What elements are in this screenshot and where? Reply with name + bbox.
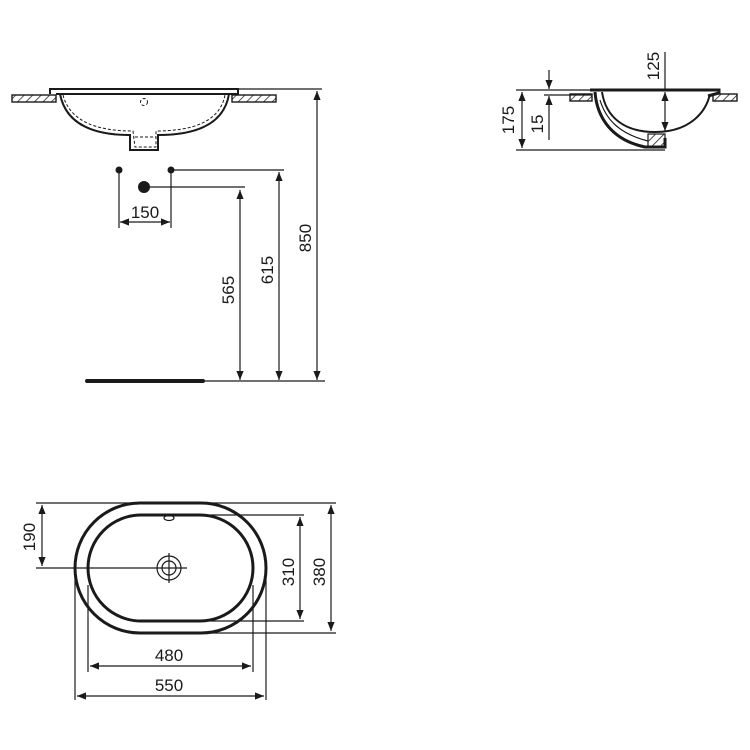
basin-bowl-outer [593,91,667,149]
basin-rim [590,88,721,98]
plan-view: 190 310 380 480 550 [20,501,336,700]
dim-overall-depth: 175 [499,106,518,134]
dim-outer-width: 380 [310,558,329,586]
dim-rim-thickness: 15 [528,115,547,134]
dim-rim-height: 850 [296,224,315,252]
waste-outlet [647,133,666,148]
dim-supply-height: 615 [258,256,277,284]
basin-inner-hidden-line [62,94,226,148]
basin-bowl [59,93,230,151]
overflow-icon [163,514,175,522]
basin-rim [49,88,239,95]
front-elevation: 150 565 615 850 [11,88,325,383]
dim-inner-length: 480 [155,646,183,665]
dim-waste-height: 565 [219,276,238,304]
countertop-left [11,94,57,103]
countertop-left [569,93,593,102]
waste-point-icon [138,181,150,193]
dim-inner-width: 310 [279,558,298,586]
overflow-hole-icon [140,98,148,106]
basin-bowl-inner [601,91,711,134]
dim-bowl-depth: 125 [644,52,663,80]
side-section: 175 15 125 [499,52,738,151]
cold-supply-point-icon [115,166,123,174]
dim-tap-spacing: 150 [131,203,159,222]
dim-waste-offset: 190 [20,523,39,551]
dim-outer-length: 550 [155,676,183,695]
countertop-right [712,93,738,102]
countertop-right [231,94,277,103]
